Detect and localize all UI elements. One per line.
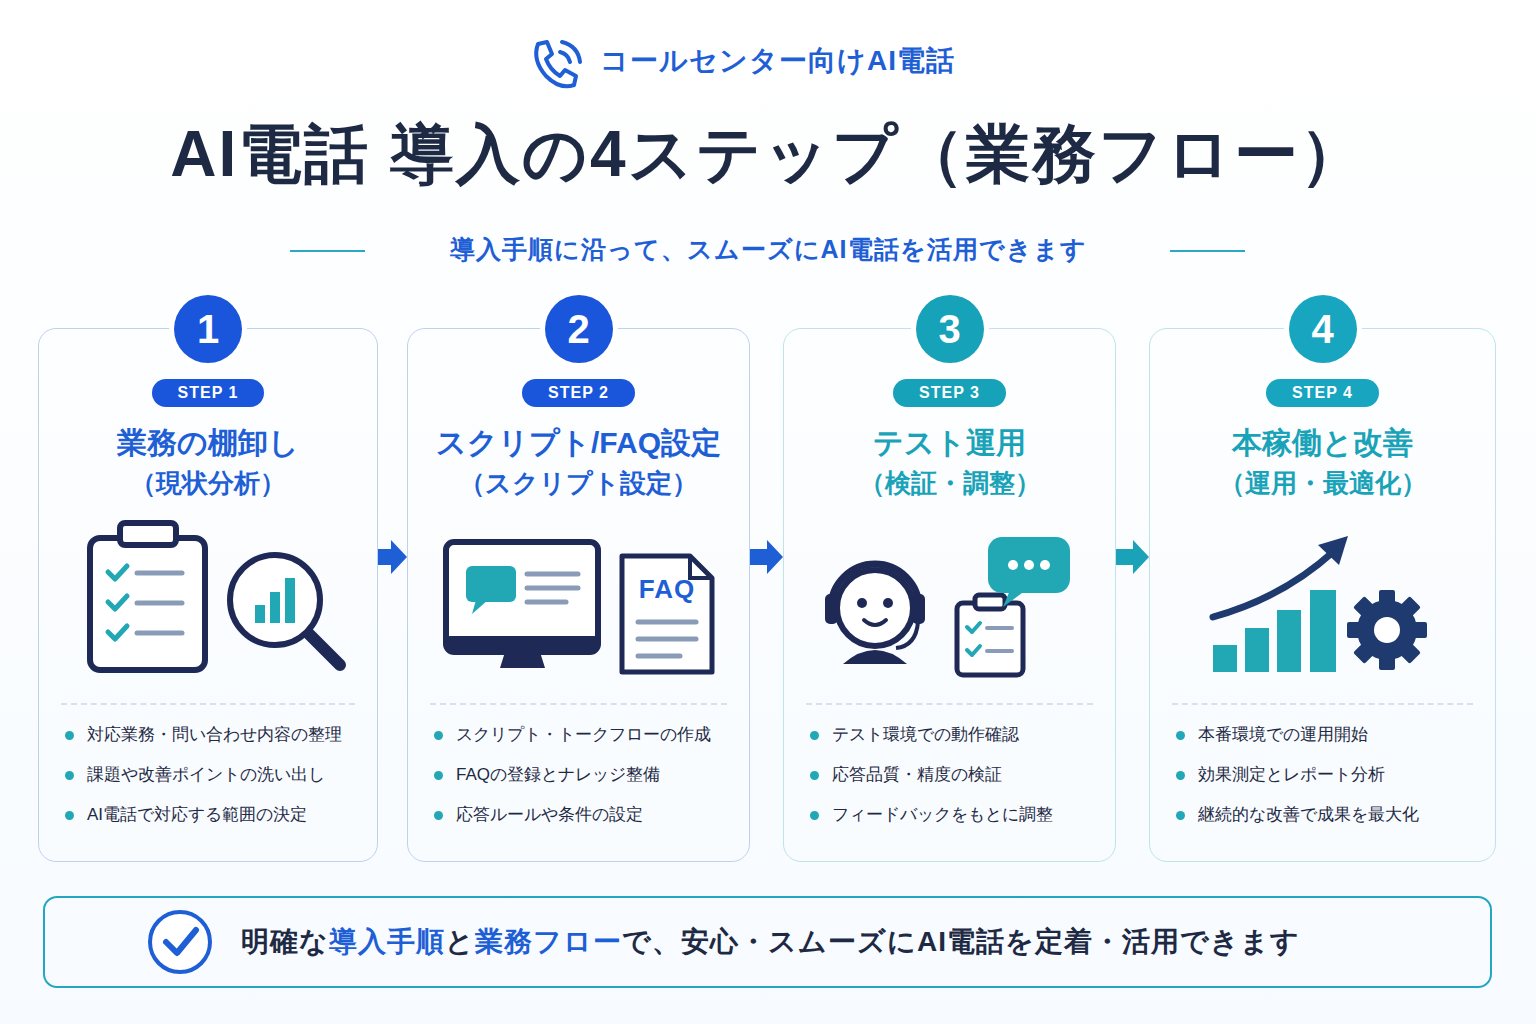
bullet-item: 応答品質・精度の検証 — [806, 763, 1093, 787]
operator-icon — [825, 564, 925, 664]
step-number: 3 — [916, 295, 984, 363]
bullet-item: 本番環境での運用開始 — [1172, 723, 1473, 747]
summary-text: 導入手順 — [329, 923, 445, 961]
step-title: テスト運用 — [873, 425, 1026, 461]
monitor-icon — [446, 542, 598, 668]
bullet-list: 対応業務・問い合わせ内容の整理課題や改善ポイントの洗い出し AI電話で対応する範囲… — [61, 703, 355, 843]
checklist-icon — [957, 595, 1023, 675]
step-subtitle: （スクリプト設定） — [459, 465, 698, 501]
rule-line — [290, 250, 365, 252]
step-title: スクリプト/FAQ設定 — [436, 425, 721, 461]
document-icon — [622, 556, 712, 672]
label-wrap: 導入手順に沿って、スムーズにAI電話を活用できます — [450, 234, 1087, 264]
summary-text: で、安心・スムーズにAI電話を定着・活用できます — [622, 923, 1300, 961]
bullet-item: 対応業務・問い合わせ内容の整理 — [61, 723, 355, 747]
step-title: 本稼働と改善 — [1232, 425, 1413, 461]
phone-icon — [536, 42, 580, 86]
label-wrap: FAQ — [639, 574, 695, 605]
step-arrow — [750, 540, 783, 574]
title: AI電話 導入の4ステップ（業務フロー） — [170, 112, 1365, 196]
step-number: 1 — [174, 295, 242, 363]
check-icon — [150, 912, 210, 972]
step-badge: STEP 1 — [152, 379, 265, 407]
label-wrap: コールセンター向けAI電話 — [600, 44, 955, 78]
bullet-item: フィードバックをもとに調整 — [806, 803, 1093, 827]
bullet-item: 効果測定とレポート分析 — [1172, 763, 1473, 787]
step-card: 3STEP 3テスト運用（検証・調整）テスト環境での動作確認応答品質・精度の検証… — [783, 328, 1116, 862]
bullet-item: 継続的な改善で成果を最大化 — [1172, 803, 1473, 827]
summary-text: と — [445, 923, 475, 961]
summary-text: 業務フロー — [475, 923, 622, 961]
step-subtitle: （現状分析） — [130, 465, 286, 501]
bullet-item: AI電話で対応する範囲の決定 — [61, 803, 355, 827]
icon-label: FAQ — [639, 574, 695, 605]
step-title: 業務の棚卸し — [117, 425, 299, 461]
step-number: 4 — [1289, 295, 1357, 363]
bullet-list: 本番環境での運用開始効果測定とレポート分析継続的な改善で成果を最大化 — [1172, 703, 1473, 843]
title-wrap: AI電話 導入の4ステップ（業務フロー） — [170, 112, 1365, 196]
step-card: 1STEP 1業務の棚卸し（現状分析）対応業務・問い合わせ内容の整理課題や改善ポ… — [38, 328, 378, 862]
step-badge: STEP 4 — [1266, 379, 1379, 407]
subtitle: 導入手順に沿って、スムーズにAI電話を活用できます — [450, 234, 1087, 264]
step-badge: STEP 2 — [522, 379, 635, 407]
bullet-list: テスト環境での動作確認応答品質・精度の検証フィードバックをもとに調整 — [806, 703, 1093, 843]
bullet-item: 課題や改善ポイントの洗い出し — [61, 763, 355, 787]
growth-chart-icon — [1213, 536, 1348, 672]
bullet-item: スクリプト・トークフローの作成 — [430, 723, 727, 747]
bullet-list: スクリプト・トークフローの作成 FAQの登録とナレッジ整備応答ルールや条件の設定 — [430, 703, 727, 843]
clipboard-icon — [90, 523, 205, 670]
step-card: 2STEP 2スクリプト/FAQ設定（スクリプト設定）スクリプト・トークフローの… — [407, 328, 750, 862]
step-card: 4STEP 4本稼働と改善（運用・最適化）本番環境での運用開始効果測定とレポート… — [1149, 328, 1496, 862]
step-arrow — [1116, 540, 1149, 574]
bullet-item: テスト環境での動作確認 — [806, 723, 1093, 747]
step-badge: STEP 3 — [893, 379, 1006, 407]
step-subtitle: （運用・最適化） — [1219, 465, 1427, 501]
step-arrow — [378, 540, 407, 574]
rule-line — [1170, 250, 1245, 252]
step-number: 2 — [545, 295, 613, 363]
speech-bubble-icon — [988, 537, 1070, 607]
summary-banner: 明確な導入手順と業務フローで、安心・スムーズにAI電話を定着・活用できます — [43, 896, 1492, 988]
category-label: コールセンター向けAI電話 — [600, 44, 955, 78]
step-subtitle: （検証・調整） — [859, 465, 1041, 501]
magnifier-icon — [230, 555, 340, 665]
bullet-item: 応答ルールや条件の設定 — [430, 803, 727, 827]
bullet-item: FAQの登録とナレッジ整備 — [430, 763, 727, 787]
gear-icon — [1347, 590, 1427, 670]
summary-text: 明確な — [241, 923, 329, 961]
